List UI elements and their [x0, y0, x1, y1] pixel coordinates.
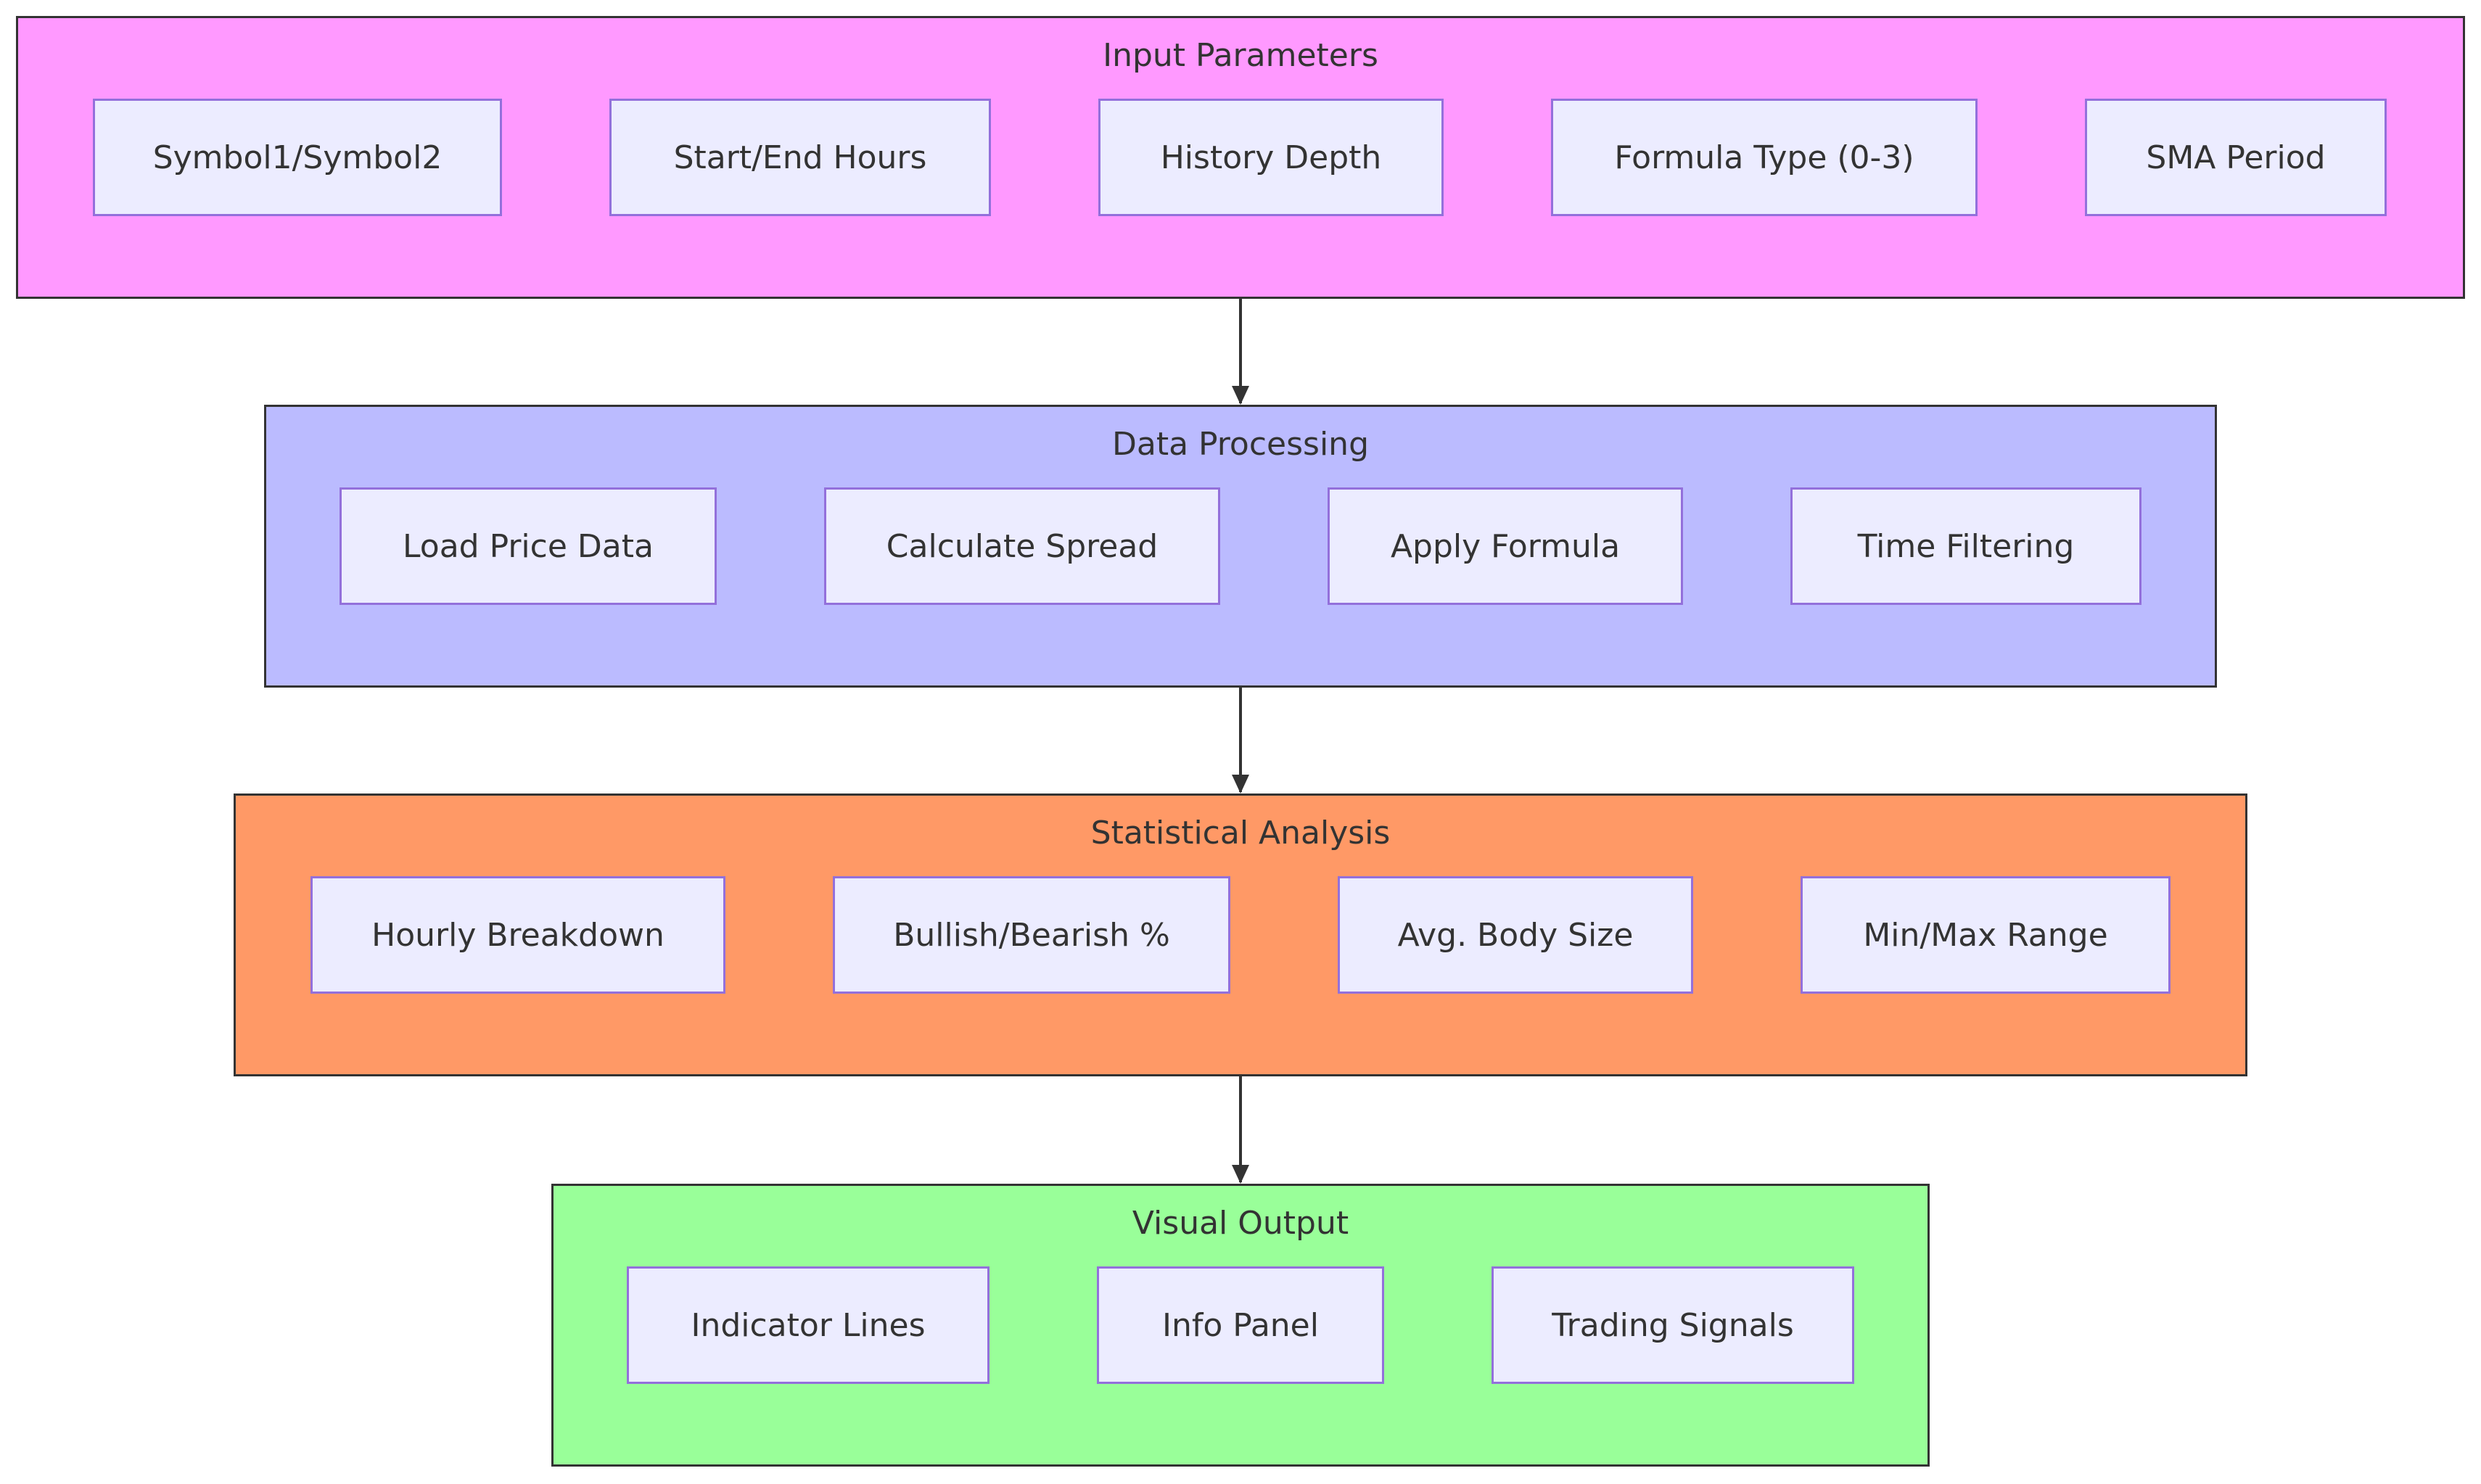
node-apply-formula: Apply Formula [1328, 487, 1683, 605]
node-avg-body-size: Avg. Body Size [1338, 876, 1693, 994]
node-min-max-range: Min/Max Range [1801, 876, 2171, 994]
node-indicator-lines: Indicator Lines [627, 1266, 989, 1384]
node-sma-period: SMA Period [2085, 99, 2387, 216]
node-trading-signals: Trading Signals [1492, 1266, 1854, 1384]
cluster-title: Visual Output [1132, 1205, 1349, 1242]
node-info-panel: Info Panel [1097, 1266, 1384, 1384]
node-symbols: Symbol1/Symbol2 [93, 99, 502, 216]
node-hourly-breakdown: Hourly Breakdown [310, 876, 725, 994]
node-formula-type: Formula Type (0-3) [1551, 99, 1978, 216]
arrowhead-input-to-processing [1232, 386, 1249, 405]
node-history-depth: History Depth [1098, 99, 1444, 216]
arrowhead-statistics-to-visual [1232, 1165, 1249, 1184]
node-time-filtering: Time Filtering [1790, 487, 2141, 605]
cluster-title: Data Processing [1112, 426, 1369, 463]
arrowhead-processing-to-statistics [1232, 775, 1249, 793]
node-start-end-hours: Start/End Hours [609, 99, 991, 216]
cluster-title: Statistical Analysis [1090, 815, 1391, 852]
node-load-price-data: Load Price Data [340, 487, 717, 605]
node-calculate-spread: Calculate Spread [824, 487, 1220, 605]
node-bullish-bearish: Bullish/Bearish % [833, 876, 1230, 994]
cluster-title: Input Parameters [1103, 37, 1378, 74]
